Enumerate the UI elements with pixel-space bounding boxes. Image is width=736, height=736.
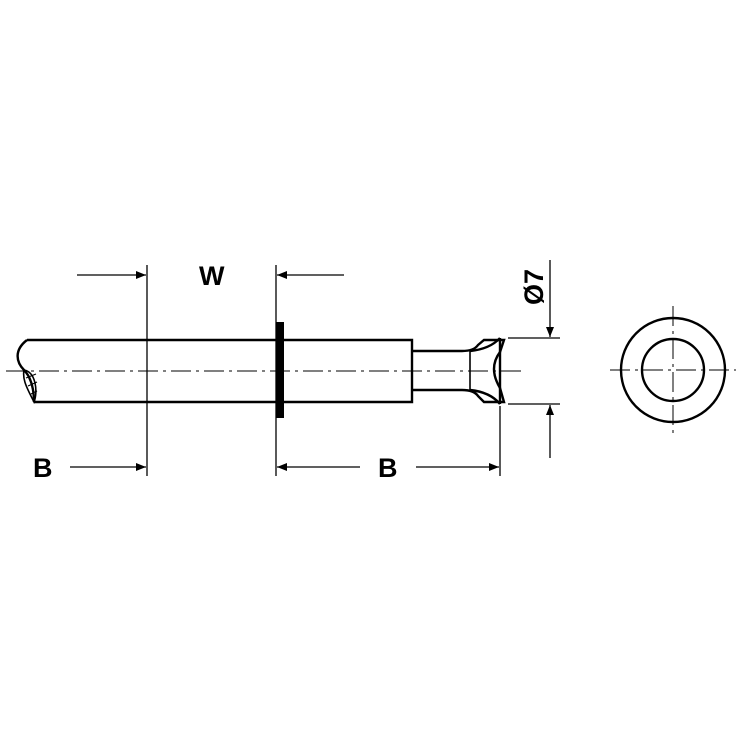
head-taper-top <box>469 337 501 353</box>
break-hatch-line <box>30 390 38 395</box>
neck-outline <box>412 338 506 404</box>
diameter-label: Ø7 <box>519 269 549 305</box>
right-length-label: B <box>378 453 398 483</box>
break-hatch-line <box>25 373 37 379</box>
bolt-end-view <box>610 306 736 434</box>
washer <box>276 322 284 418</box>
left-length-label: B <box>33 453 53 483</box>
extension-lines <box>146 265 560 476</box>
head-taper-bottom <box>469 388 501 405</box>
break-hatch-line <box>27 381 38 387</box>
bolt-side-view <box>16 322 506 418</box>
width-label: W <box>199 261 225 291</box>
